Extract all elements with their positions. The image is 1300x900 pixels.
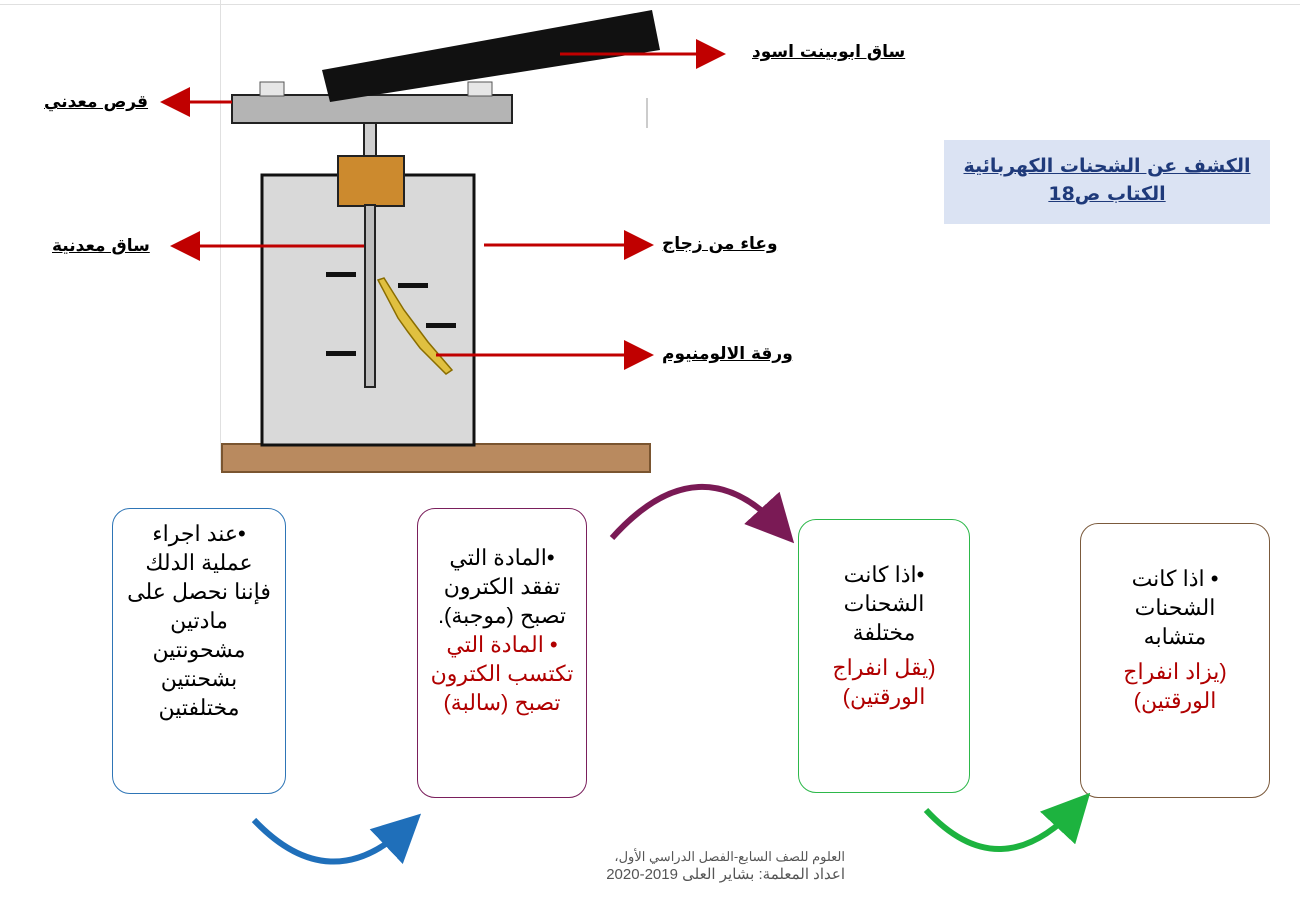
footer-line-1: العلوم للصف السابع-الفصل الدراسي الأول، [614,849,845,864]
disk-bump [259,81,285,97]
card-similar-charges: • اذا كانت الشحنات متشابه (يزاد انفراج ا… [1080,523,1270,798]
aluminum-foil-leaf [376,277,454,375]
label-metal-rod: ساق معدنية [52,236,150,256]
top-border [0,4,1300,5]
card-similar-text: • اذا كانت الشحنات متشابه [1131,566,1219,649]
footer: العلوم للصف السابع-الفصل الدراسي الأول، … [560,848,845,884]
card-different-result: (يقل انفراج الورقتين) [832,655,936,709]
charge-minus [326,351,356,356]
disk-bump [467,81,493,97]
title-line-1: الكشف عن الشحنات الكهربائية [963,155,1251,177]
label-metal-disk: قرص معدني [44,92,149,112]
curved-arrow-purple [609,484,795,544]
card-rubbing: •عند اجراء عملية الدلك فإننا نحصل على ما… [112,508,286,794]
card-different-charges: •اذا كانت الشحنات مختلفة (يقل انفراج الو… [798,519,970,793]
metal-disk [231,94,513,124]
charge-minus [326,272,356,277]
label-black-rod: ساق ابوبينت اسود [752,42,906,62]
charge-minus [398,283,428,288]
charge-minus [426,323,456,328]
card-different-text: •اذا كانت الشحنات مختلفة [843,562,925,645]
title-box: الكشف عن الشحنات الكهربائية الكتاب ص18 [944,140,1270,224]
electroscope-diagram [160,10,726,473]
curved-arrow-green [923,792,1091,852]
card-electrons: •المادة التي تفقد الكترون تصبح (موجبة). … [417,508,587,798]
curved-arrow-blue [251,813,422,865]
ebonite-rod [322,10,660,102]
label-aluminum-foil: ورقة الالومنيوم [662,344,793,364]
card-electrons-negative: • المادة التي تكتسب الكترون تصبح (سالبة) [430,632,574,715]
footer-line-2: اعداد المعلمة: بشاير العلى 2019-2020 [606,866,845,883]
card-similar-result: (يزاد انفراج الورقتين) [1123,659,1227,713]
card-rubbing-text: •عند اجراء عملية الدلك فإننا نحصل على ما… [127,521,271,720]
card-electrons-positive: •المادة التي تفقد الكترون تصبح (موجبة). [437,545,567,628]
metal-rod [364,204,376,388]
title-line-2: الكتاب ص18 [1048,183,1166,205]
label-glass-container: وعاء من زجاج [662,234,778,254]
left-guide [220,0,221,470]
